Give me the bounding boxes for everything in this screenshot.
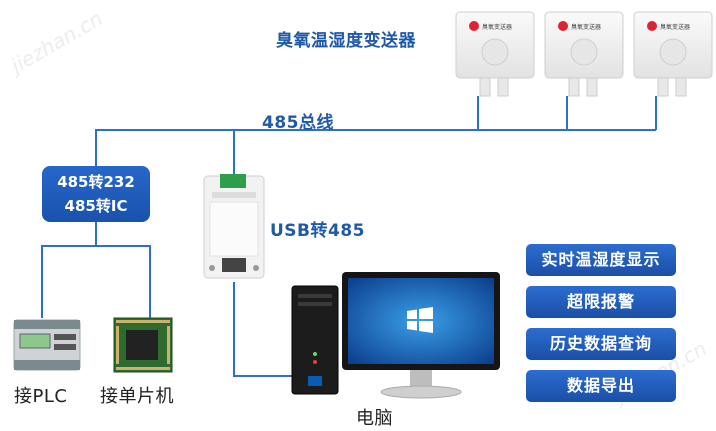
- sensor-device-label-2: 臭氧变送器: [571, 23, 601, 31]
- mcu-label: 接单片机: [100, 386, 174, 407]
- plc-device: [13, 319, 81, 371]
- sensor-device-label-1: 臭氧变送器: [482, 23, 512, 31]
- sensor-device-3: [633, 11, 713, 97]
- computer-label: 电脑: [356, 408, 393, 429]
- sensor-device-2: [544, 11, 624, 97]
- branch-line-mcu: [96, 245, 151, 318]
- converter-line1: 485转232: [57, 173, 135, 191]
- plc-label: 接PLC: [14, 386, 68, 407]
- feature-data-export: 数据导出: [526, 370, 676, 402]
- bus-line: [95, 129, 656, 166]
- feature-history-query: 历史数据查询: [526, 328, 676, 360]
- feature-over-limit-alarm: 超限报警: [526, 286, 676, 318]
- pc-monitor: [342, 272, 500, 399]
- sensor-title: 臭氧温湿度变送器: [276, 31, 416, 51]
- usb-converter-device: [203, 174, 265, 279]
- converter-line2: 485转IC: [64, 197, 128, 215]
- usb-converter-label: USB转485: [270, 221, 365, 241]
- bus-label: 485总线: [262, 113, 334, 133]
- usb-pc-line: [233, 282, 300, 377]
- sensor-device-1: [455, 11, 535, 97]
- converter-box: 485转232 485转IC: [42, 166, 150, 222]
- sensor-group: 臭氧变送器 臭氧变送器 臭氧变送器: [455, 11, 713, 97]
- feature-realtime-display: 实时温湿度显示: [526, 244, 676, 276]
- sensor-device-label-3: 臭氧变送器: [660, 23, 690, 31]
- pc-tower: [291, 285, 339, 395]
- branch-line: [41, 222, 97, 318]
- mcu-board: [113, 317, 173, 373]
